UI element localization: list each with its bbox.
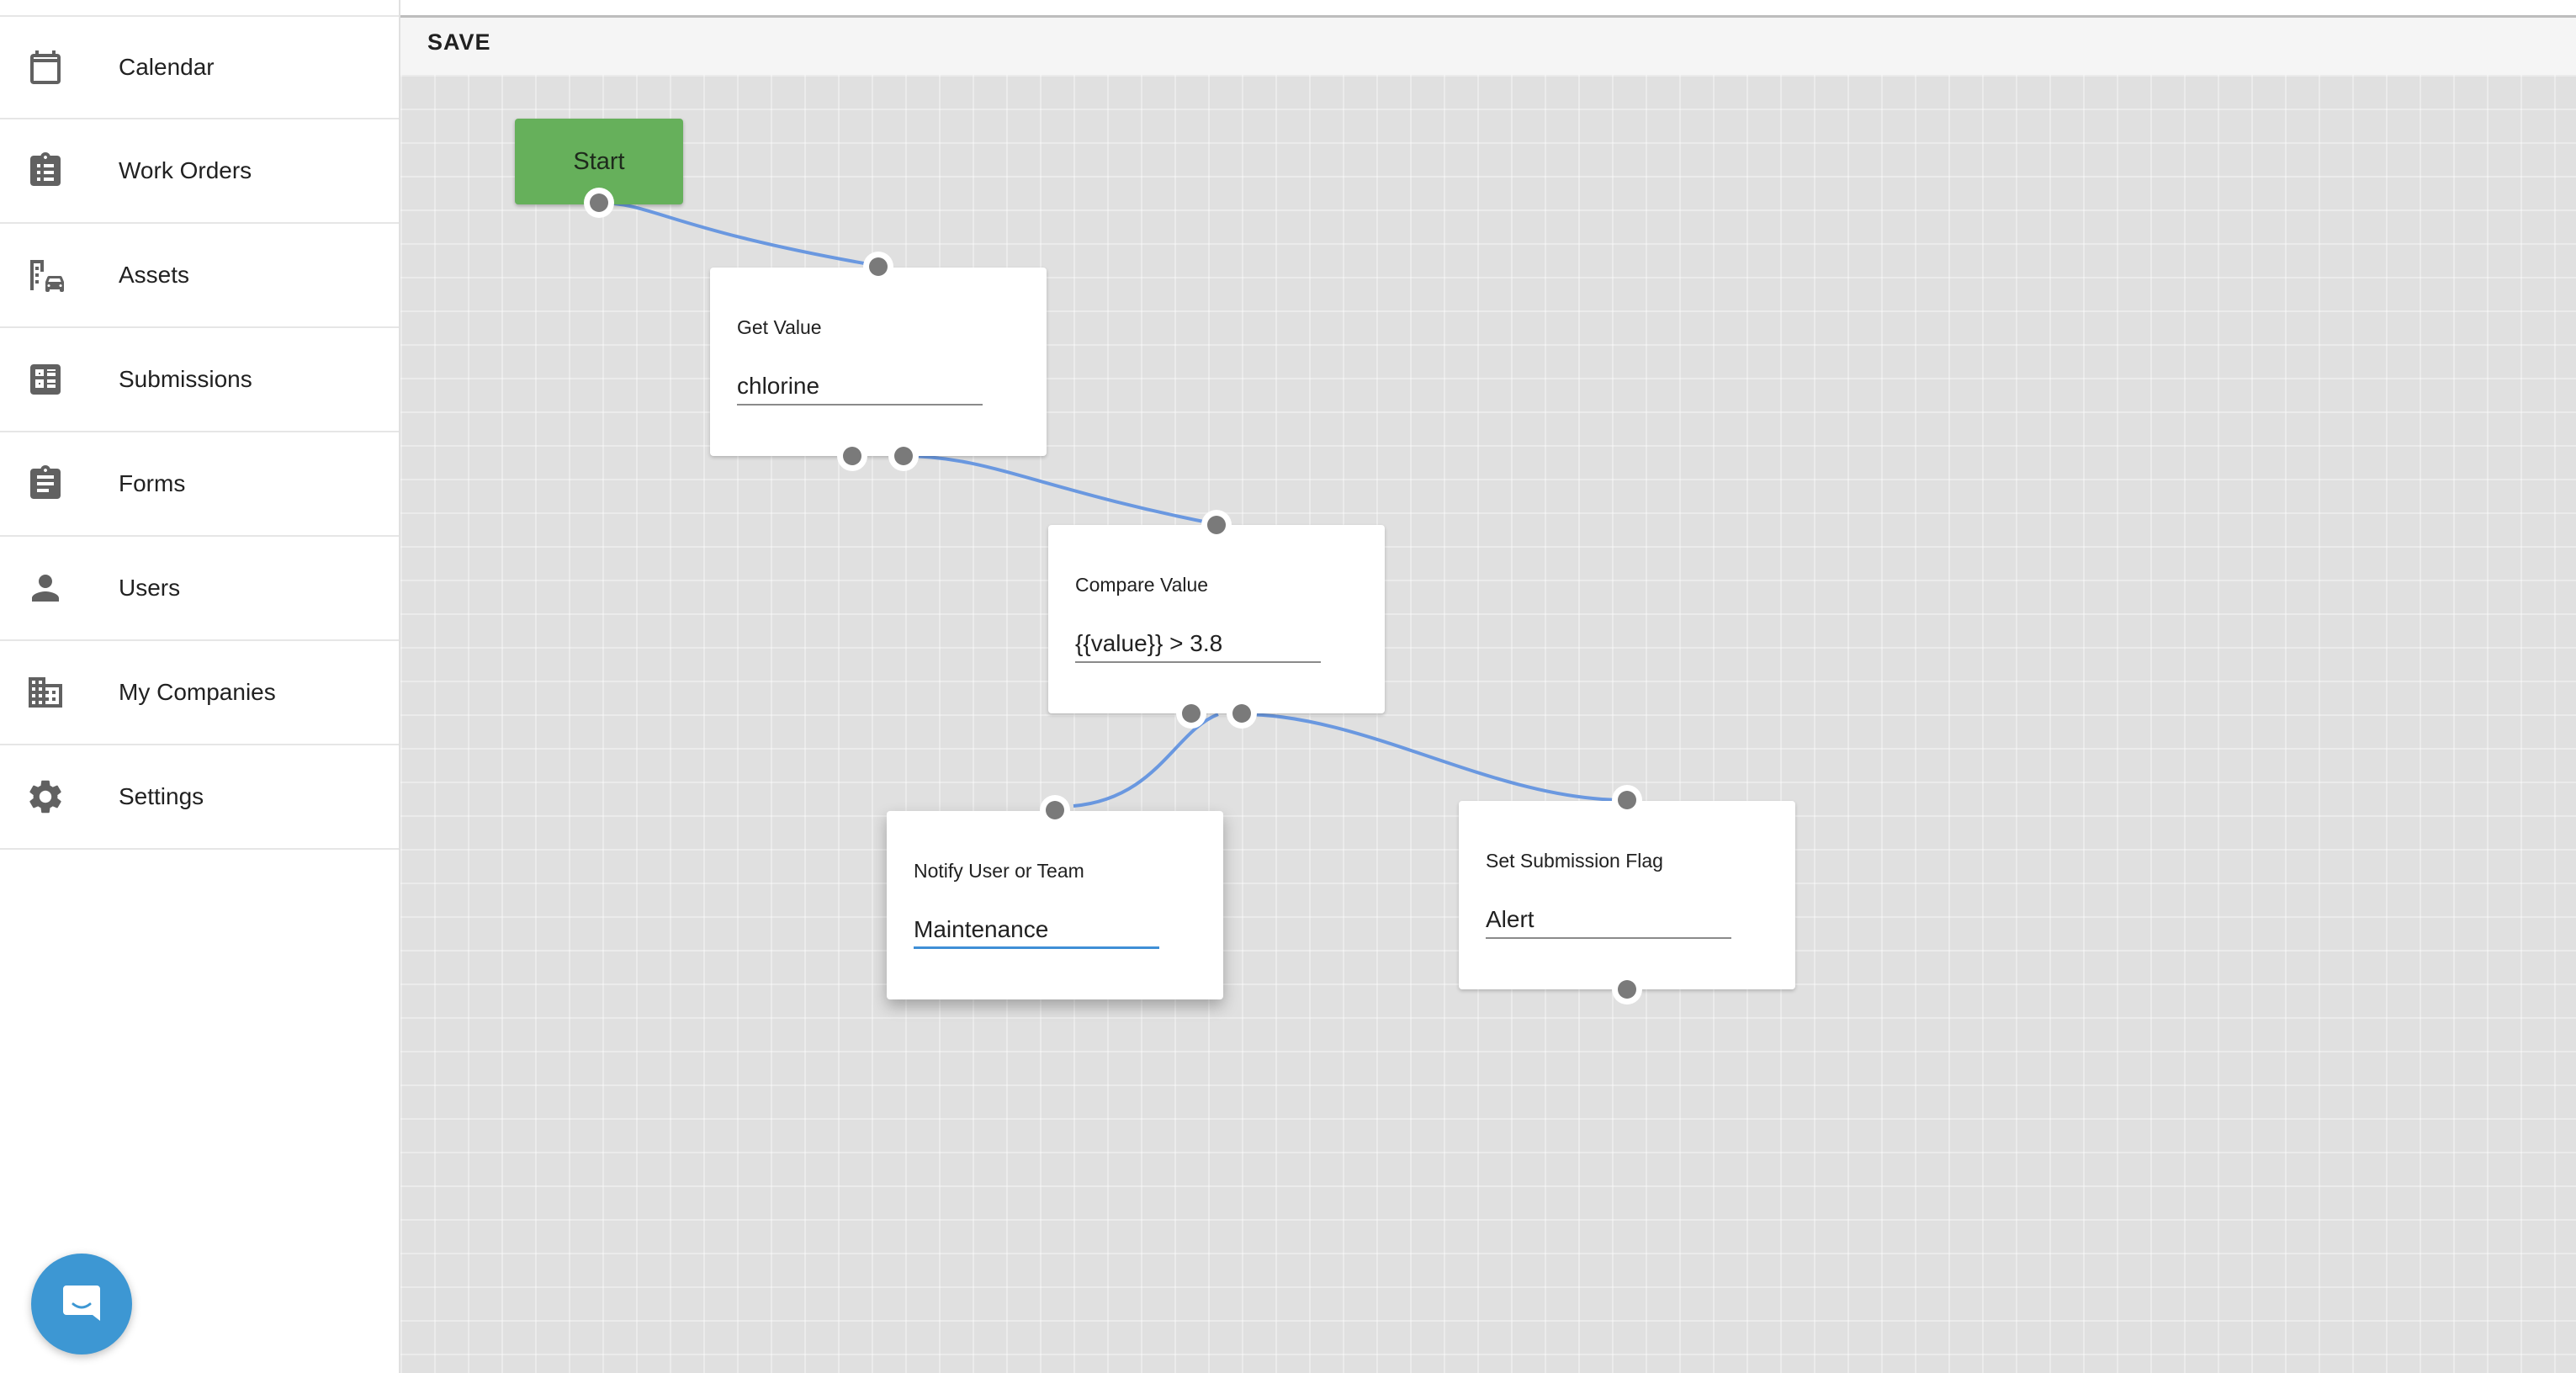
notify-input-port[interactable] (1040, 795, 1070, 825)
gear-icon (25, 777, 66, 817)
set-flag-input[interactable] (1486, 902, 1731, 939)
edge-compare-value-to-set-flag (1241, 713, 1628, 803)
sidebar: Calendar Work Orders Assets Submissions … (0, 0, 400, 1373)
building-icon (25, 672, 66, 713)
node-get-value[interactable]: Get Value (710, 268, 1047, 456)
clipboard-list-icon (25, 151, 66, 191)
node-title: Set Submission Flag (1486, 850, 1663, 872)
compare-value-output-port-1[interactable] (1176, 698, 1206, 729)
node-title: Compare Value (1075, 574, 1209, 596)
compare-value-input[interactable] (1075, 626, 1321, 663)
top-divider (400, 15, 2576, 18)
sidebar-item-label: My Companies (119, 679, 276, 705)
sidebar-item-work-orders[interactable]: Work Orders (0, 119, 399, 224)
sidebar-item-assets[interactable]: Assets (0, 224, 399, 328)
chat-icon (63, 1286, 100, 1321)
start-output-port[interactable] (584, 188, 614, 218)
clipboard-text-icon (25, 464, 66, 504)
notify-input[interactable] (914, 912, 1159, 949)
sidebar-item-label: Forms (119, 470, 186, 496)
get-value-output-port-2[interactable] (888, 441, 919, 471)
sidebar-item-label: Users (119, 575, 181, 601)
sidebar-item-label: Submissions (119, 366, 252, 392)
sidebar-item-forms[interactable]: Forms (0, 432, 399, 537)
edge-get-value-to-compare-value (903, 454, 1217, 526)
sidebar-item-calendar[interactable]: Calendar (0, 15, 399, 119)
calendar-icon (25, 47, 66, 87)
node-title: Get Value (737, 316, 822, 338)
save-button[interactable]: SAVE (427, 29, 491, 55)
sidebar-item-label: Settings (119, 783, 204, 809)
sidebar-item-label: Work Orders (119, 157, 252, 183)
sidebar-item-submissions[interactable]: Submissions (0, 328, 399, 432)
edge-start-to-get-value (598, 201, 879, 268)
chat-launcher-button[interactable] (31, 1254, 132, 1354)
compare-value-input-port[interactable] (1201, 510, 1232, 540)
person-icon (25, 568, 66, 608)
toolbar: SAVE (400, 18, 2576, 75)
compare-value-output-port-2[interactable] (1227, 698, 1257, 729)
sidebar-item-settings[interactable]: Settings (0, 745, 399, 850)
node-set-submission-flag[interactable]: Set Submission Flag (1459, 801, 1795, 989)
sidebar-item-label: Calendar (119, 54, 215, 80)
get-value-input[interactable] (737, 368, 983, 406)
list-checks-icon (25, 359, 66, 400)
set-flag-input-port[interactable] (1612, 785, 1642, 815)
sidebar-item-users[interactable]: Users (0, 537, 399, 641)
sidebar-item-label: Assets (119, 262, 190, 288)
get-value-input-port[interactable] (863, 252, 893, 282)
node-notify-user-or-team[interactable]: Notify User or Team (887, 811, 1223, 999)
set-flag-output-port[interactable] (1612, 974, 1642, 1005)
node-title: Notify User or Team (914, 860, 1084, 882)
start-node-label: Start (573, 147, 625, 175)
node-compare-value[interactable]: Compare Value (1048, 525, 1385, 713)
sidebar-item-my-companies[interactable]: My Companies (0, 641, 399, 745)
edge-compare-value-to-notify (1073, 713, 1219, 808)
buildings-car-icon (25, 255, 66, 295)
workflow-canvas[interactable]: Start Get Value Compare Value Notify Use… (400, 75, 2576, 1373)
get-value-output-port-1[interactable] (837, 441, 867, 471)
